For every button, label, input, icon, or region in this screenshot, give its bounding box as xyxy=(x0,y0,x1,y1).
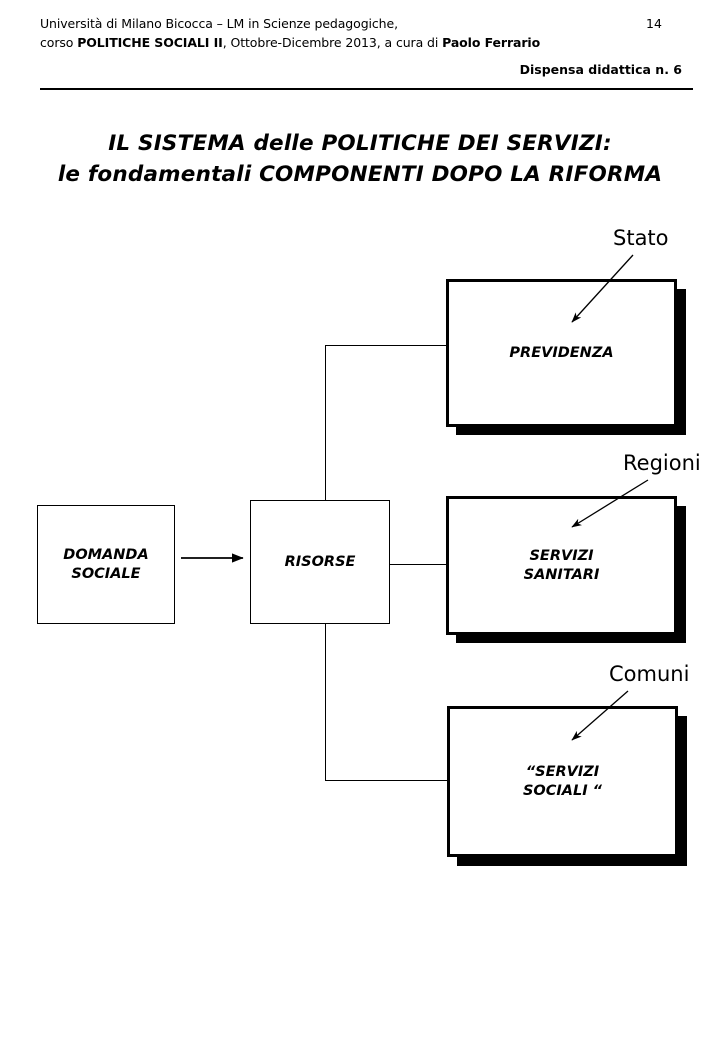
node-label-line1: PREVIDENZA xyxy=(509,344,614,361)
node-previdenza-label: PREVIDENZA xyxy=(509,344,613,363)
header-author: Paolo Ferrario xyxy=(442,35,541,50)
header-course-suffix: , Ottobre-Dicembre 2013, a cura di xyxy=(222,35,443,50)
node-servizi-sociali[interactable]: “SERVIZI SOCIALI “ xyxy=(447,706,678,857)
node-servizi-sanitari[interactable]: SERVIZI SANITARI xyxy=(446,496,677,635)
arrow-callout-stato xyxy=(571,254,634,323)
node-previdenza[interactable]: PREVIDENZA xyxy=(446,279,677,427)
page-header: Università di Milano Bicocca – LM in Sci… xyxy=(0,0,720,96)
page-number: 14 xyxy=(646,16,662,31)
arrow-callout-comuni xyxy=(571,690,629,741)
node-servizi-sociali-label: “SERVIZI SOCIALI “ xyxy=(523,763,602,801)
node-label-line1: DOMANDA xyxy=(63,546,149,563)
node-domanda-sociale-label: DOMANDA SOCIALE xyxy=(63,546,148,584)
node-label-line1: SERVIZI xyxy=(529,547,594,564)
header-course-name: POLITICHE SOCIALI II xyxy=(77,35,223,50)
node-label-line1: RISORSE xyxy=(284,553,356,570)
connector-previdenza-horizontal xyxy=(325,345,449,347)
node-risorse[interactable]: RISORSE xyxy=(250,500,390,624)
callout-label-stato: Stato xyxy=(613,226,669,250)
node-domanda-sociale[interactable]: DOMANDA SOCIALE xyxy=(37,505,175,624)
handout-label: Dispensa didattica n. 6 xyxy=(519,62,682,77)
node-servizi-sanitari-label: SERVIZI SANITARI xyxy=(524,547,600,585)
header-institution-line: Università di Milano Bicocca – LM in Sci… xyxy=(40,16,398,31)
header-course-line: corso POLITICHE SOCIALI II, Ottobre-Dice… xyxy=(40,33,540,52)
connector-risorse-vertical-down xyxy=(325,622,327,781)
connector-risorse-vertical-up xyxy=(325,345,327,503)
header-divider xyxy=(40,88,693,90)
header-course-prefix: corso xyxy=(40,35,78,50)
node-risorse-label: RISORSE xyxy=(285,553,356,572)
slide-title: IL SISTEMA delle POLITICHE DEI SERVIZI: … xyxy=(0,128,720,190)
node-label-line1: “SERVIZI xyxy=(525,763,600,780)
node-label-line2: SOCIALI “ xyxy=(522,782,603,799)
slide-title-line1: IL SISTEMA delle POLITICHE DEI SERVIZI: xyxy=(108,131,612,156)
arrow-callout-regioni xyxy=(571,479,649,528)
callout-label-comuni: Comuni xyxy=(609,662,690,686)
slide-title-line2: le fondamentali COMPONENTI DOPO LA RIFOR… xyxy=(57,162,663,187)
callout-label-regioni: Regioni xyxy=(623,451,701,475)
connector-sanitari-horizontal xyxy=(388,564,450,566)
node-label-line2: SANITARI xyxy=(523,566,600,583)
connector-sociali-horizontal xyxy=(325,780,449,782)
node-label-line2: SOCIALE xyxy=(71,565,141,582)
